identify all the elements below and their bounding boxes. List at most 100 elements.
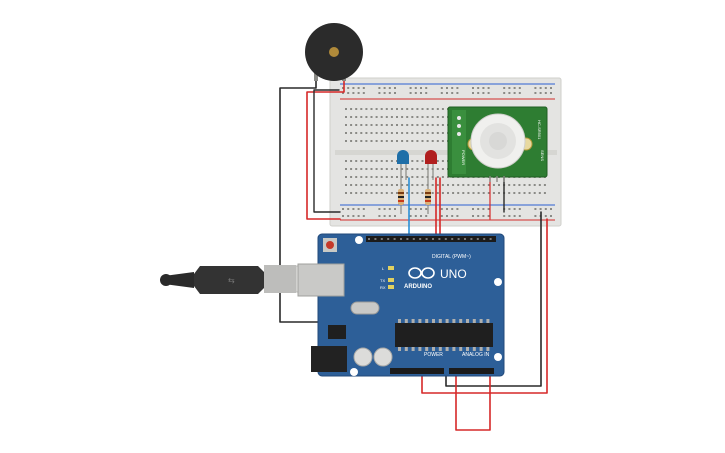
hole — [388, 208, 391, 210]
hole — [350, 168, 353, 170]
hole — [362, 208, 365, 210]
hole — [385, 184, 388, 186]
hole — [431, 124, 434, 126]
hole — [380, 140, 383, 142]
hole — [534, 87, 537, 89]
hole — [406, 116, 409, 118]
hole — [375, 168, 378, 170]
hole — [518, 87, 521, 89]
hole — [409, 92, 412, 94]
hole — [370, 168, 373, 170]
hole — [421, 168, 424, 170]
hole — [355, 116, 358, 118]
piezo-buzzer[interactable] — [305, 23, 363, 81]
hole — [487, 208, 490, 210]
hole — [416, 140, 419, 142]
hole — [380, 184, 383, 186]
hole — [365, 108, 368, 110]
arduino-brand: ARDUINO — [404, 284, 432, 290]
hole — [550, 208, 552, 210]
hole — [370, 124, 373, 126]
hole — [347, 87, 350, 89]
hole — [457, 238, 460, 240]
resistor-1[interactable] — [398, 180, 404, 214]
hole — [345, 184, 347, 186]
red-led[interactable] — [425, 150, 437, 180]
hole — [411, 116, 414, 118]
hole — [355, 132, 358, 134]
hole — [355, 140, 358, 142]
hole — [416, 124, 419, 126]
hole — [352, 215, 355, 217]
hole — [472, 347, 476, 351]
hole — [436, 168, 439, 170]
hole — [411, 347, 415, 351]
hole — [365, 140, 368, 142]
hole — [482, 92, 485, 94]
hole — [345, 176, 347, 178]
hole — [425, 319, 429, 323]
hole — [425, 87, 428, 89]
hole — [452, 319, 456, 323]
hole — [420, 92, 422, 94]
hole — [513, 215, 516, 217]
blue-led[interactable] — [397, 150, 409, 180]
hole — [425, 347, 429, 351]
hole — [451, 208, 454, 210]
hole — [421, 108, 424, 110]
hole — [416, 116, 419, 118]
hole — [385, 140, 388, 142]
pir-motion-sensor[interactable]: HC-SR501 POWER SENS — [447, 106, 548, 182]
hole — [368, 238, 370, 240]
hole — [342, 208, 344, 210]
hole — [513, 184, 516, 186]
hole — [539, 208, 542, 210]
hole — [487, 92, 490, 94]
hole — [420, 208, 422, 210]
hole — [411, 140, 414, 142]
arduino-power-label: POWER — [424, 352, 443, 358]
hole — [387, 238, 390, 240]
hole — [456, 87, 459, 89]
hole — [357, 87, 360, 89]
hole — [472, 184, 475, 186]
hole — [441, 176, 444, 178]
hole — [375, 176, 378, 178]
hole — [398, 319, 401, 323]
hole — [406, 132, 409, 134]
hole — [436, 176, 439, 178]
hole — [357, 215, 360, 217]
pir-label-side2: SENS — [540, 150, 545, 161]
hole — [355, 176, 358, 178]
hole — [441, 132, 444, 134]
hole — [534, 92, 537, 94]
hole — [462, 192, 465, 194]
hole — [370, 192, 373, 194]
hole — [365, 160, 368, 162]
hole — [388, 92, 391, 94]
hole — [365, 116, 368, 118]
hole — [411, 184, 414, 186]
arduino-uno[interactable]: L TX RX DIGITAL (PWM~) UNO ARDUINO POWER… — [297, 233, 505, 377]
hole — [476, 238, 479, 240]
hole — [436, 108, 439, 110]
hole — [470, 238, 473, 240]
resistor-2[interactable] — [425, 180, 431, 214]
hole — [528, 192, 531, 194]
usb-cable[interactable]: ⇆ — [160, 265, 321, 294]
hole — [426, 132, 429, 134]
hole — [452, 192, 455, 194]
hole — [438, 347, 442, 351]
hole — [396, 132, 398, 134]
hole — [375, 192, 378, 194]
arduino-digital-label: DIGITAL (PWM~) — [432, 254, 471, 260]
hole — [418, 319, 422, 323]
hole — [438, 319, 442, 323]
hole — [370, 184, 373, 186]
hole — [406, 192, 409, 194]
hole — [345, 168, 347, 170]
hole — [420, 215, 422, 217]
hole — [404, 319, 408, 323]
hole — [459, 319, 463, 323]
hole — [421, 132, 424, 134]
